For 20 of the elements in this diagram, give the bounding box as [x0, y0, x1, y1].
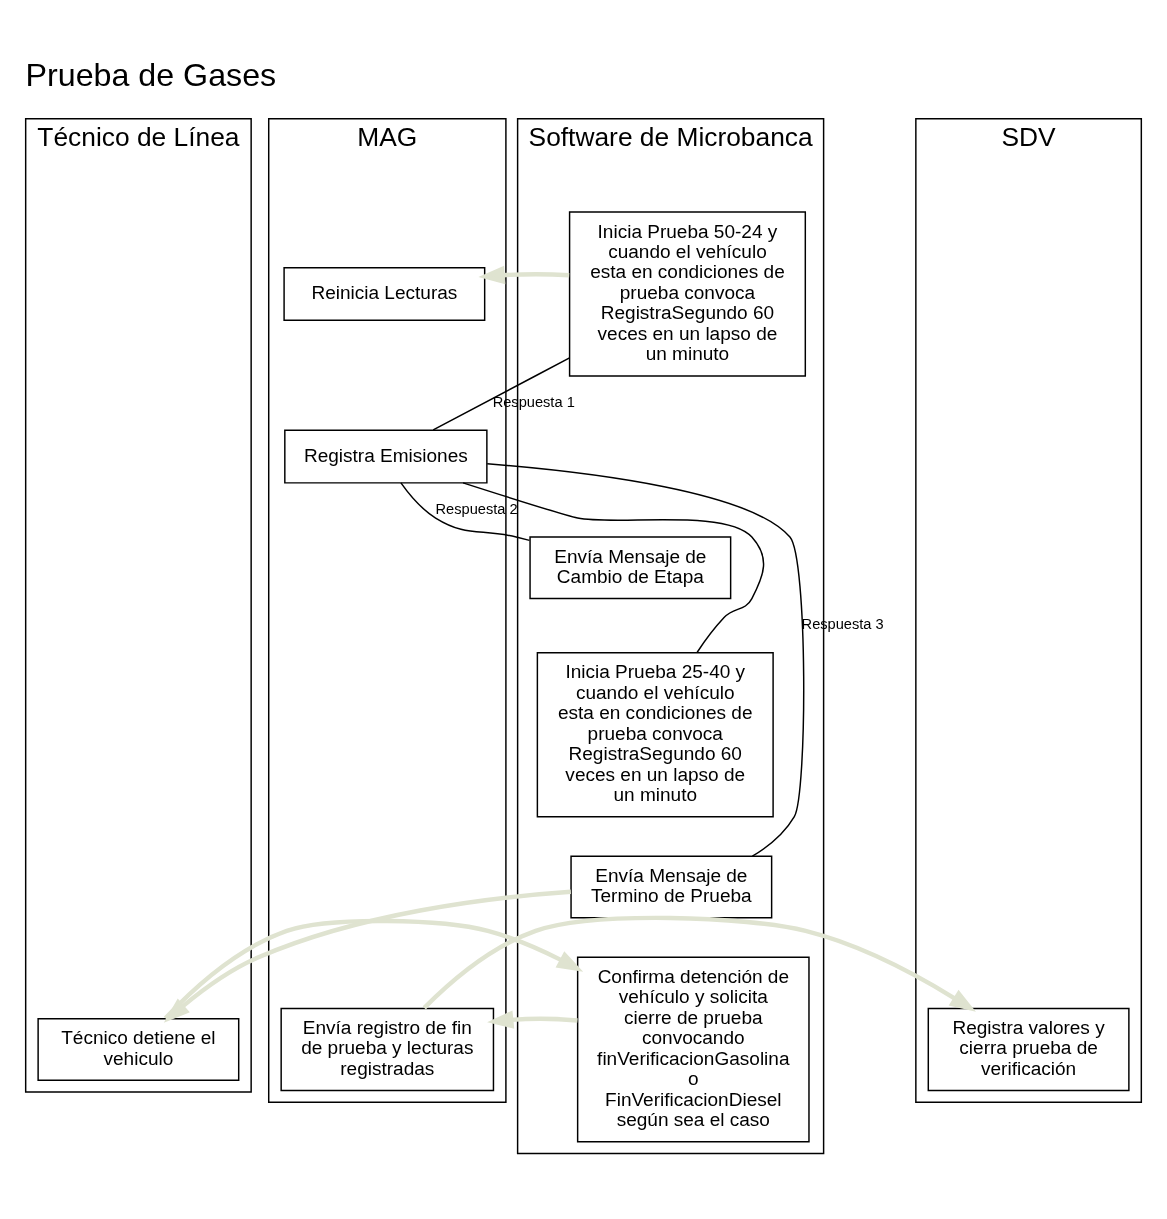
connector: [462, 481, 765, 653]
node-box: Técnico detiene el vehiculo: [37, 1017, 240, 1081]
arrow: [478, 265, 570, 284]
arrow: [422, 915, 976, 1012]
node-box: Reinicia Lecturas: [283, 266, 486, 321]
node-box: Inicia Prueba 50-24 y cuando el vehículo esta en condiciones de prueba convoca RegistraSegundo 60 veces en un lapso de un minuto: [568, 210, 807, 377]
arrow: [163, 889, 571, 1023]
connector: [486, 462, 805, 857]
node-box: Envía registro de fin de prueba y lecturas registradas: [280, 1007, 495, 1091]
arrow: [487, 1009, 578, 1029]
node-box: Envía Mensaje de Termino de Prueba: [570, 855, 773, 918]
node-box: Envía Mensaje de Cambio de Etapa: [529, 535, 732, 599]
diagram-title: Prueba de Gases: [25, 56, 277, 93]
connector: [432, 356, 571, 431]
node-box: Registra valores y cierra prueba de verificación: [927, 1007, 1130, 1091]
node-box: Inicia Prueba 25-40 y cuando el vehículo esta en condiciones de prueba convoca RegistraSegundo 60 veces en un lapso de un minuto: [536, 651, 774, 817]
connector: [400, 481, 531, 541]
arrow: [163, 918, 584, 1020]
node-box: Confirma detención de vehículo y solicita cierre de prueba convocando finVerificacionGasolina o FinVerificacionDiesel según sea el caso: [576, 956, 810, 1142]
node-box: Registra Emisiones: [284, 428, 488, 484]
